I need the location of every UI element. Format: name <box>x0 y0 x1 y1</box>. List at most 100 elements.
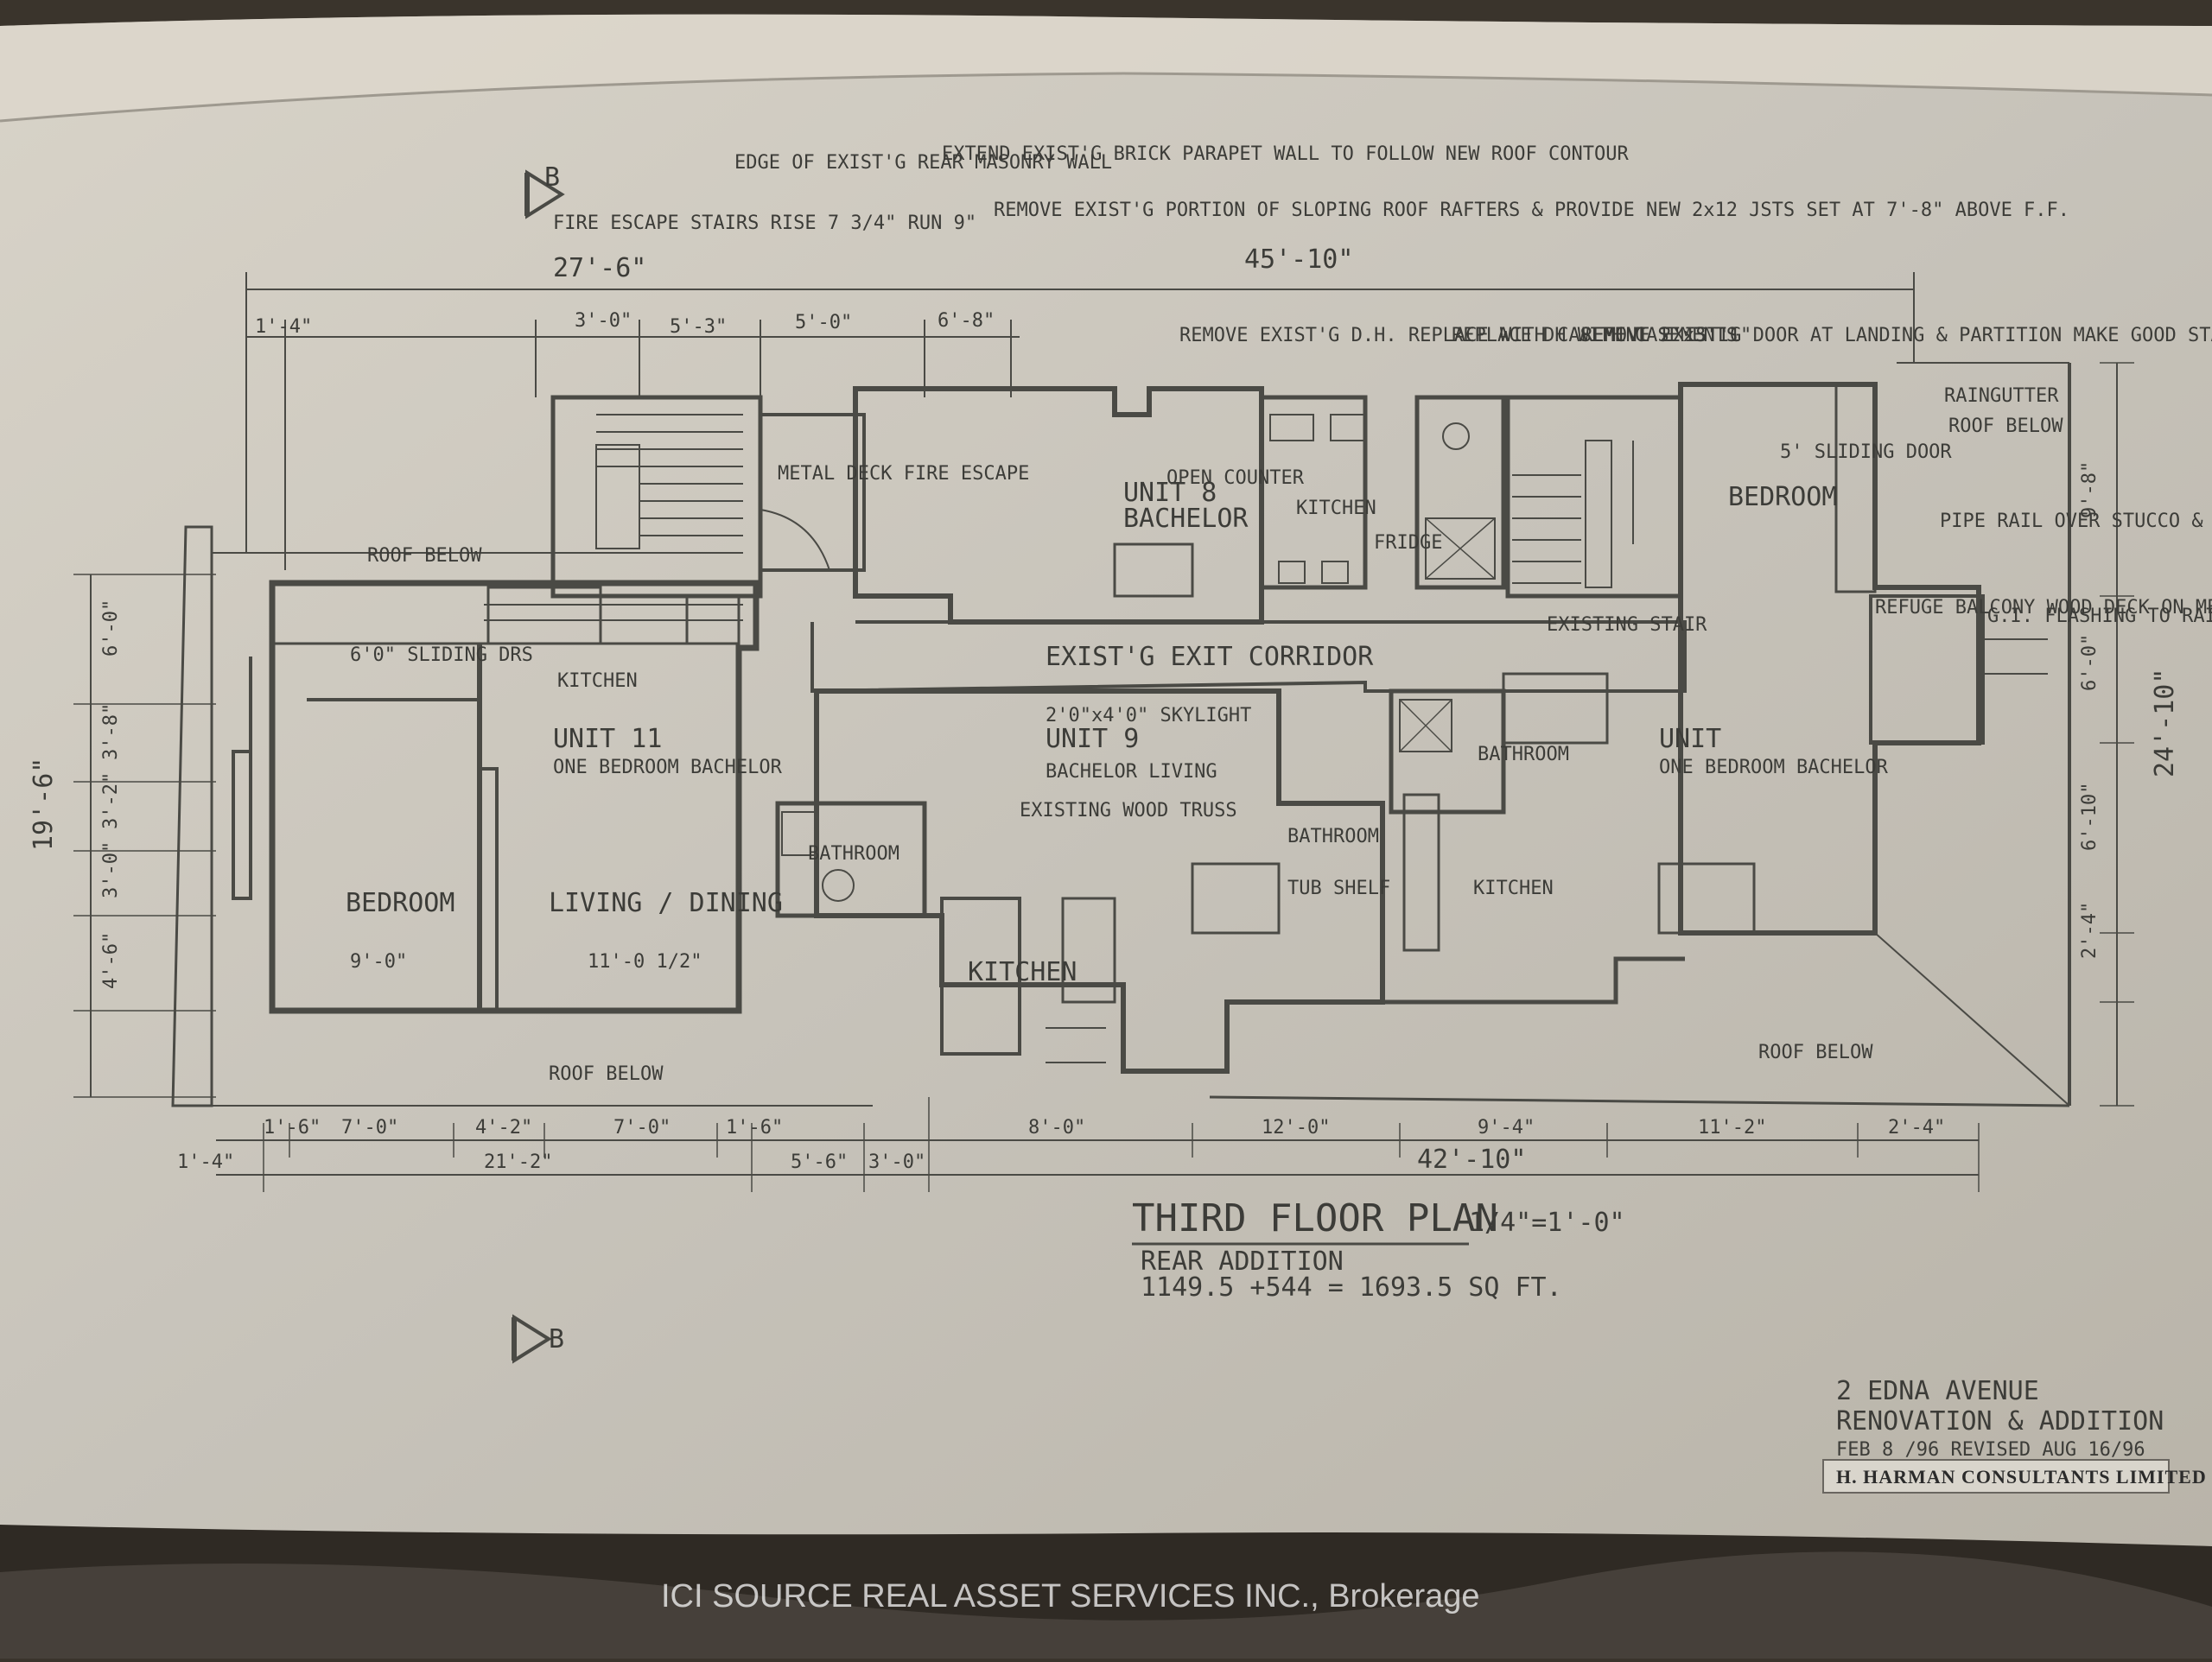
dim-fire-escape-width: 27'-6" <box>553 253 646 283</box>
dim-b-7-0b: 7'-0" <box>613 1117 671 1139</box>
room-bedroom-right: BEDROOM <box>1728 482 1837 512</box>
project-dates: FEB 8 /96 REVISED AUG 16/96 <box>1836 1439 2145 1461</box>
unit-10-bath <box>1389 688 1506 815</box>
unit-8-bath <box>1414 395 1506 590</box>
room-unit-9: UNIT 9 <box>1046 724 1139 754</box>
project-renovation: RENOVATION & ADDITION <box>1836 1406 2164 1437</box>
dim-b-8-0: 8'-0" <box>1028 1117 1085 1139</box>
plan-title: THIRD FLOOR PLAN <box>1132 1196 1498 1240</box>
metal-deck <box>759 413 866 572</box>
brokerage-watermark: ICI SOURCE REAL ASSET SERVICES INC., Bro… <box>661 1578 1480 1614</box>
project-address: 2 EDNA AVENUE <box>1836 1376 2039 1406</box>
dim-b-42-10: 42'-10" <box>1417 1145 1526 1175</box>
dim-5-0-top: 5'-0" <box>795 312 852 333</box>
dim-right-overall: 24'-10" <box>2150 669 2180 777</box>
plan-labels: EDGE OF EXIST'G REAR MASONRY WALL EXTEND… <box>29 143 2212 1461</box>
room-unit-9-kitchen: KITCHEN <box>968 957 1077 987</box>
dim-b-2-4: 2'-4" <box>1888 1117 1945 1139</box>
dim-living-width: 11'-0 1/2" <box>588 951 702 973</box>
dim-right-2-4: 2'-4" <box>2079 902 2101 959</box>
dim-b-7-0: 7'-0" <box>341 1117 398 1139</box>
exit-corridor <box>810 620 1687 694</box>
room-unit-10-type: ONE BEDROOM BACHELOR <box>1659 757 1889 778</box>
note-remove-dh: REMOVE EXIST'G D.H. REPLACE WITH CASEMEN… <box>1179 325 1751 346</box>
dim-b-1-6b: 1'-6" <box>726 1117 783 1139</box>
dim-5-3-top: 5'-3" <box>670 316 727 338</box>
label-skylight: 2'0"x4'0" SKYLIGHT <box>1046 705 1251 726</box>
room-unit-8: UNIT 8 <box>1123 478 1217 508</box>
room-unit-10: UNIT <box>1659 724 1721 754</box>
room-unit-11-type: ONE BEDROOM BACHELOR <box>553 757 783 778</box>
note-extend-parapet: EXTEND EXIST'G BRICK PARAPET WALL TO FOL… <box>942 143 1629 165</box>
dim-left-6-0: 6'-0" <box>100 599 122 657</box>
dim-b-1-6: 1'-6" <box>264 1117 321 1139</box>
unit-8-kitchen <box>1259 395 1368 590</box>
dim-b-11-2: 11'-2" <box>1698 1117 1766 1139</box>
note-refuge-balcony: REFUGE BALCONY WOOD DECK ON METAL <box>1875 597 2212 618</box>
floor-plan <box>73 169 2134 1364</box>
room-living-dining: LIVING / DINING <box>549 888 783 918</box>
room-unit-11: UNIT 11 <box>553 724 662 754</box>
dim-left-overall: 19'-6" <box>29 758 59 851</box>
note-replace-dh: REPLACE DH WITH CASEMENTS <box>1452 325 1738 346</box>
room-unit-10-kitchen: KITCHEN <box>1473 878 1554 899</box>
note-flashing: G.I. FLASHING TO RAIN GUTTER <box>1987 606 2212 627</box>
room-unit-10-bath: BATHROOM <box>1287 826 1379 847</box>
unit-9-bathroom <box>775 801 927 918</box>
dim-1-4-top: 1'-4" <box>255 316 312 338</box>
dim-left-3-8: 3'-8" <box>100 703 122 760</box>
dim-bedroom-width: 9'-0" <box>350 951 407 973</box>
dim-b-12-0: 12'-0" <box>1262 1117 1330 1139</box>
note-pipe-rail: PIPE RAIL OVER STUCCO & DURODECK BALCONY… <box>1940 511 2212 532</box>
sheet-curl <box>0 14 2212 122</box>
dim-b-1-4: 1'-4" <box>177 1151 234 1173</box>
dim-b-21-2: 21'-2" <box>484 1151 552 1173</box>
note-remove-rafters: REMOVE EXIST'G PORTION OF SLOPING ROOF R… <box>994 200 2069 221</box>
dim-b-9-4: 9'-4" <box>1478 1117 1535 1139</box>
room-open-counter: OPEN COUNTER <box>1166 467 1305 489</box>
fabric-fold <box>0 1551 2212 1659</box>
curl-edge <box>0 72 2212 123</box>
unit-11-cabinets <box>484 604 743 621</box>
consultant-name: H. HARMAN CONSULTANTS LIMITED <box>1836 1466 2207 1488</box>
room-unit-8-type: BACHELOR <box>1123 504 1249 534</box>
room-unit-9-type: BACHELOR LIVING <box>1046 761 1217 783</box>
note-roof-below-right: ROOF BELOW <box>1948 416 2063 437</box>
dim-left-3-2: 3'-2" <box>100 772 122 829</box>
label-sliding-drs: 6'0" SLIDING DRS <box>350 644 533 666</box>
section-marker-top-label: B <box>544 162 560 193</box>
label-roof-below-bottom: ROOF BELOW <box>549 1063 664 1085</box>
unit-9-kitchen <box>940 897 1021 1056</box>
room-unit-10-bathroom: BATHROOM <box>1478 744 1569 765</box>
dim-right-6-0: 6'-0" <box>2079 634 2101 691</box>
room-existing-stair: EXISTING STAIR <box>1547 614 1707 636</box>
label-fridge-u8: FRIDGE <box>1374 532 1442 554</box>
note-fire-escape: FIRE ESCAPE STAIRS RISE 7 3/4" RUN 9" <box>553 213 976 234</box>
dim-top-overall: 45'-10" <box>1244 244 1353 275</box>
room-unit-11-kitchen: KITCHEN <box>557 670 638 692</box>
unit-11-walls <box>269 580 760 1014</box>
label-tub-shelf: TUB SHELF <box>1287 878 1390 899</box>
room-unit-8-kitchen: KITCHEN <box>1296 498 1376 519</box>
plan-area: 1149.5 +544 = 1693.5 SQ FT. <box>1141 1272 1562 1303</box>
refuge-balcony <box>1869 594 1985 745</box>
dim-left-3-0: 3'-0" <box>100 841 122 898</box>
note-raingutter: RAINGUTTER <box>1944 385 2059 407</box>
stair-treads <box>595 414 743 549</box>
label-roof-below-right: ROOF BELOW <box>1758 1042 1873 1063</box>
room-unit-9-bath: BATHROOM <box>808 843 899 865</box>
dim-right-6-10: 6'-10" <box>2079 783 2101 851</box>
note-edge-masonry: EDGE OF EXIST'G REAR MASONRY WALL <box>734 152 1112 174</box>
label-existing-truss: EXISTING WOOD TRUSS <box>1020 800 1237 821</box>
dim-b-3-0: 3'-0" <box>868 1151 925 1173</box>
dim-b-4-2: 4'-2" <box>475 1117 532 1139</box>
dim-3-0-top: 3'-0" <box>575 310 632 332</box>
label-metal-deck: METAL DECK FIRE ESCAPE <box>778 463 1029 485</box>
note-remove-door: REMOVE EXIST'G DOOR AT LANDING & PARTITI… <box>1581 325 2212 346</box>
dim-b-5-6: 5'-6" <box>791 1151 848 1173</box>
unit-8-walls <box>853 386 1264 625</box>
dim-right-9-8: 9'-8" <box>2079 461 2101 518</box>
room-unit-11-bedroom: BEDROOM <box>346 888 454 918</box>
plan-scale: 1/4"=1'-0" <box>1469 1208 1625 1238</box>
